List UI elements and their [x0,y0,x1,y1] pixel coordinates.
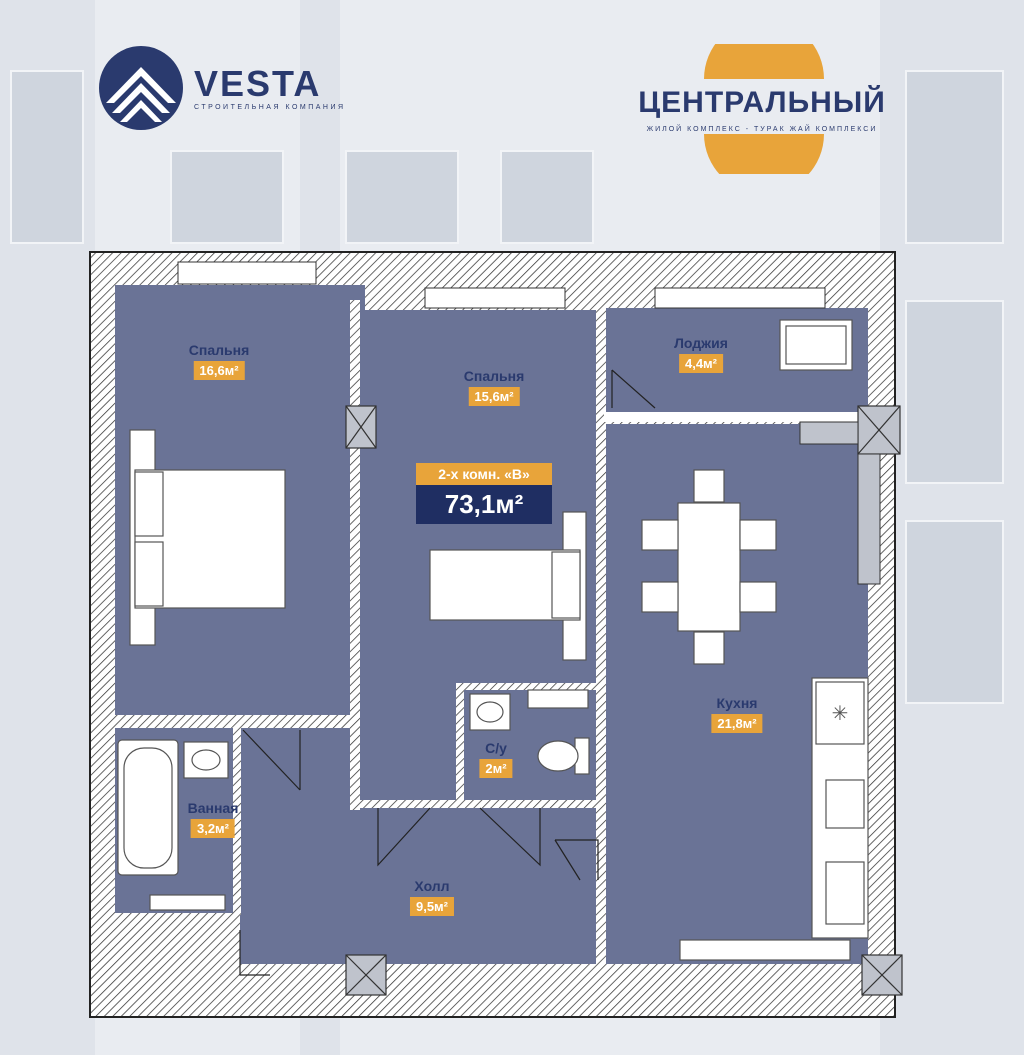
vesta-logo-icon [99,46,183,130]
room-area-badge: 2м² [479,759,513,778]
room-hall-extension [350,808,600,964]
room-label-wc: С/у 2м² [479,740,513,778]
unit-badge: 2-х комн. «В» 73,1м² [416,463,552,524]
room-area-badge: 21,8м² [711,714,763,733]
window [177,261,317,285]
vesta-tagline: СТРОИТЕЛЬНАЯ КОМПАНИЯ [194,103,346,111]
room-label-bedroom-1: Спальня 16,6м² [189,342,249,380]
window [424,287,566,309]
door-swing [239,369,656,976]
room-area-badge: 15,6м² [468,387,520,406]
complex-tagline: ЖИЛОЙ КОМПЛЕКС - ТУРАК ЖАЙ КОМПЛЕКСИ [646,126,878,133]
room-area-badge: 4,4м² [678,354,724,373]
partition-wall [350,800,600,808]
partition-wall [233,725,241,915]
vesta-logo: VESTA СТРОИТЕЛЬНАЯ КОМПАНИЯ [98,45,346,131]
room-area-badge: 16,6м² [193,361,245,380]
room-name: Спальня [188,342,250,358]
partition-wall [456,683,596,690]
room-label-bedroom-2: Спальня 15,6м² [464,368,524,406]
column [345,405,903,996]
complex-logo: ЦЕНТРАЛЬНЫЙ ЖИЛОЙ КОМПЛЕКС - ТУРАК ЖАЙ К… [612,44,912,174]
room-name: Кухня [716,695,758,711]
room-label-kitchen: Кухня 21,8м² [711,695,763,733]
partition-wall [110,715,360,725]
partition-wall [456,683,464,803]
complex-name: ЦЕНТРАЛЬНЫЙ [638,86,886,119]
room-label-bathroom: Ванная 3,2м² [187,800,239,838]
fan-icon: ✳ [832,701,849,725]
complex-logo-circle [704,44,824,174]
room-name: Ванная [187,800,239,816]
vesta-name: VESTA [194,62,322,104]
room-label-hall: Холл 9,5м² [409,878,455,916]
window [654,287,826,309]
room-name: Холл [414,878,450,894]
room-area-badge: 9,5м² [409,897,455,916]
room-name: С/у [485,740,507,756]
partition-wall [350,300,360,810]
unit-type: 2-х комн. «В» [416,463,552,485]
duct [799,421,859,445]
partition-wall [596,300,606,965]
loggia-window-line [604,412,868,422]
room-label-loggia: Лоджия 4,4м² [674,335,728,373]
duct [857,453,881,585]
unit-total-area: 73,1м² [416,485,552,524]
furniture [117,319,869,961]
room-name: Спальня [463,368,525,384]
room-area-badge: 3,2м² [190,819,236,838]
room-name: Лоджия [674,335,728,351]
